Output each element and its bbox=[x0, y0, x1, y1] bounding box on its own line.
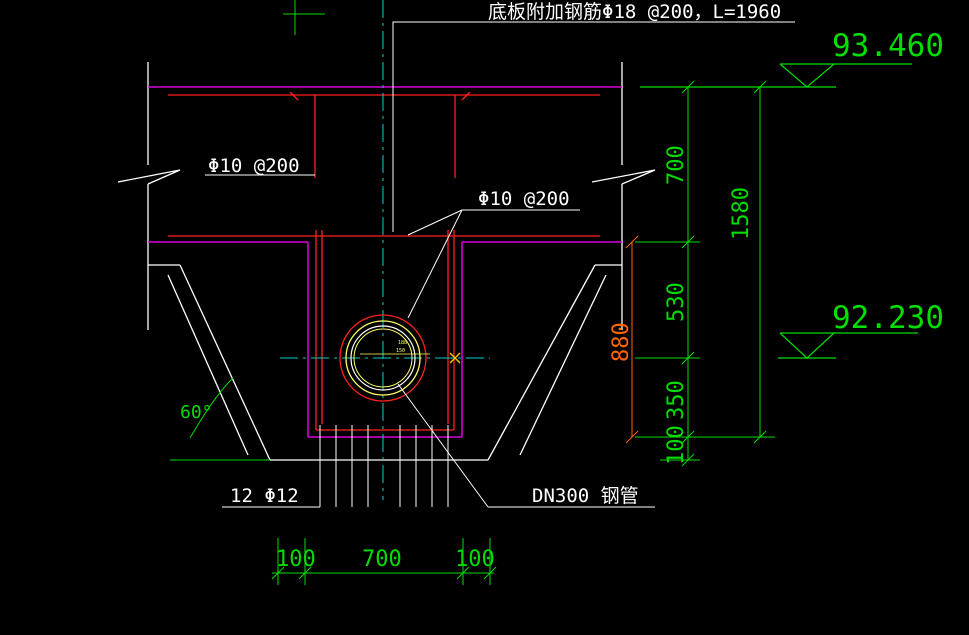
rebar-right-label: Φ10 @200 bbox=[478, 188, 570, 210]
structure-outline bbox=[117, 62, 656, 461]
dim-100-vertical: 100 bbox=[664, 425, 689, 465]
centerlines bbox=[280, 0, 490, 500]
elevation-mid-label: 92.230 bbox=[832, 300, 944, 336]
elevation-top-label: 93.460 bbox=[832, 28, 944, 64]
top-annotations bbox=[283, 0, 325, 35]
dim-530: 530 bbox=[664, 282, 689, 322]
angle-label: 60° bbox=[180, 402, 213, 423]
slab-lines bbox=[148, 86, 622, 438]
dim-700-vertical: 700 bbox=[664, 145, 689, 185]
angle-annotation bbox=[170, 377, 270, 461]
pipe-dim-188: 188 bbox=[398, 340, 407, 346]
pipe-dim-150: 150 bbox=[396, 348, 405, 354]
dim-700-horizontal: 700 bbox=[362, 547, 402, 572]
dim-100-left: 100 bbox=[276, 547, 316, 572]
dim-350: 350 bbox=[664, 380, 689, 420]
bottom-bars bbox=[222, 425, 449, 508]
bottom-bars-label: 12 Φ12 bbox=[230, 485, 299, 507]
pipe: 188 150 bbox=[339, 314, 461, 402]
dim-880: 880 bbox=[609, 322, 634, 362]
top-note-label: 底板附加钢筋Φ18 @200，L=1960 bbox=[488, 1, 781, 23]
dim-880 bbox=[625, 235, 639, 444]
horizontal-dimensions bbox=[271, 538, 497, 585]
dim-100-right: 100 bbox=[455, 547, 495, 572]
vertical-dimensions bbox=[635, 80, 775, 467]
pipe-marker-b bbox=[449, 352, 461, 364]
leaders bbox=[205, 21, 795, 508]
elevation-mid bbox=[778, 332, 918, 359]
rebar bbox=[168, 91, 600, 431]
pipe-label: DN300 钢管 bbox=[532, 485, 639, 507]
dim-1580: 1580 bbox=[729, 187, 754, 240]
elevation-top bbox=[640, 63, 912, 88]
rebar-left-label: Φ10 @200 bbox=[208, 155, 300, 177]
